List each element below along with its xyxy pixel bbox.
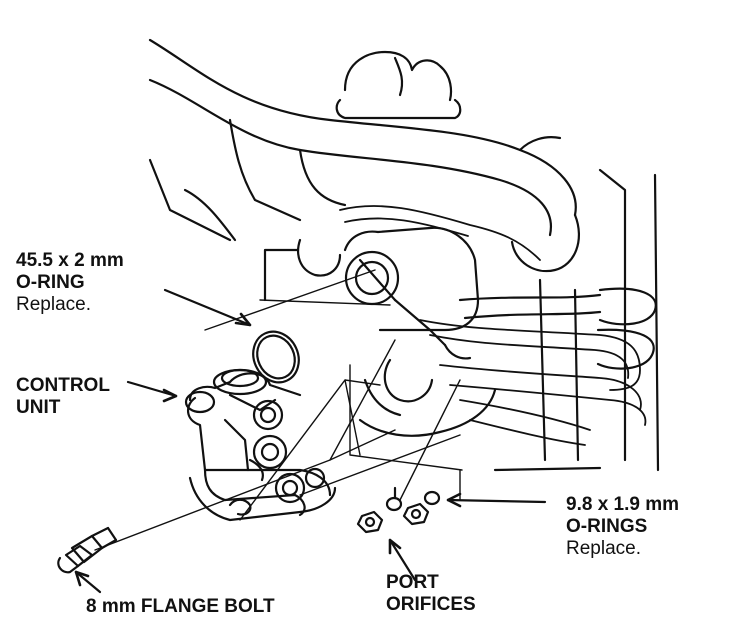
- intake-cap: [335, 50, 462, 120]
- control-unit-part: [184, 368, 337, 522]
- large-oring-part: [252, 330, 300, 384]
- oring-large-name: O-RING: [16, 272, 85, 293]
- control-unit-label: CONTROL UNIT: [16, 375, 110, 419]
- large-pipe: [148, 38, 580, 273]
- port-orifices-line2: ORIFICES: [386, 594, 476, 615]
- port-orifices-part: [356, 486, 441, 534]
- oring-large-size: 45.5 x 2 mm: [16, 250, 124, 271]
- port-orifices-label: PORT ORIFICES: [386, 572, 476, 616]
- oring-large-note: Replace.: [16, 294, 91, 315]
- flange-bolt-label: 8 mm FLANGE BOLT: [86, 596, 275, 617]
- leader-lines: [94, 269, 463, 551]
- label-arrows: [74, 288, 547, 594]
- orings-small-size: 9.8 x 1.9 mm: [566, 494, 680, 515]
- fluid-lines: [339, 205, 647, 446]
- control-unit-line1: CONTROL: [16, 375, 110, 396]
- oring-large-label: 45.5 x 2 mm O-RING Replace.: [16, 250, 124, 316]
- orings-small-label: 9.8 x 1.9 mm O-RINGS Replace.: [566, 494, 679, 560]
- control-unit-line2: UNIT: [16, 397, 61, 418]
- orings-small-name: O-RINGS: [566, 516, 648, 537]
- orings-small-note: Replace.: [566, 538, 641, 559]
- pump-housing: [148, 158, 497, 437]
- right-housing: [458, 168, 660, 472]
- flange-bolt-part: [57, 526, 118, 574]
- port-orifices-line1: PORT: [386, 572, 439, 593]
